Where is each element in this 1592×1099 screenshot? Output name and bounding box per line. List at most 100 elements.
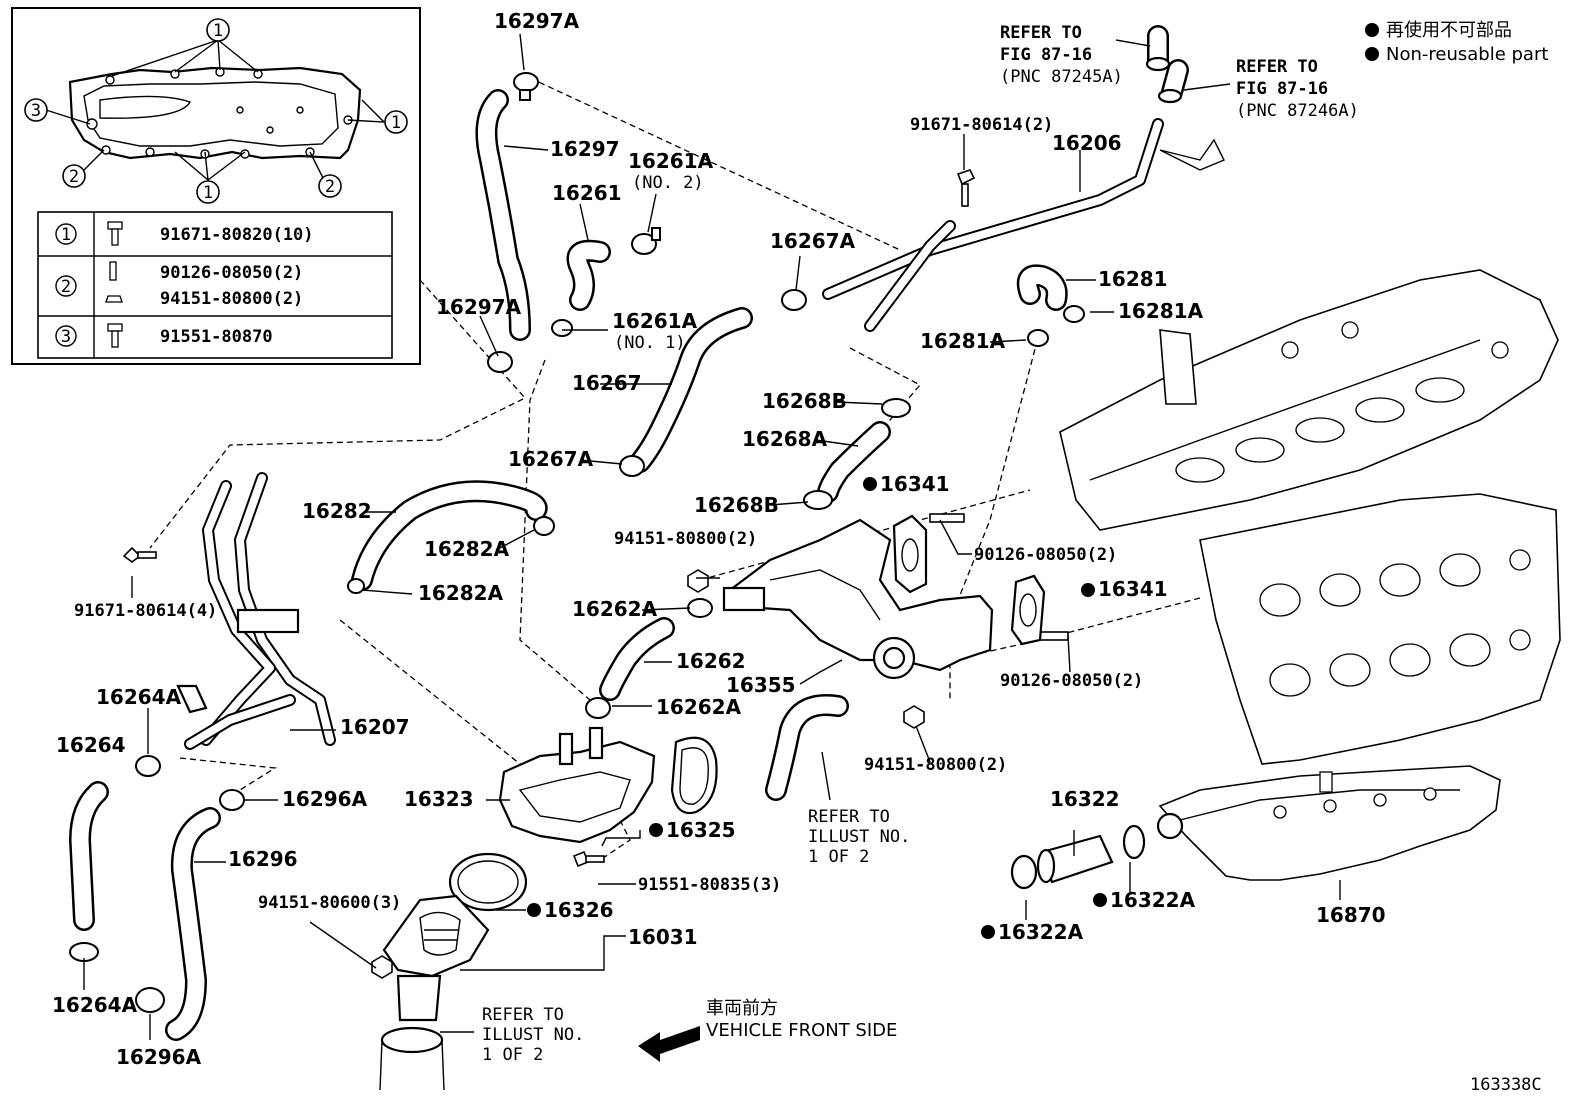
svg-text:2: 2 <box>325 177 335 197</box>
label-16261: 16261 <box>552 181 622 205</box>
label-16031: 16031 <box>628 925 698 949</box>
label-16297: 16297 <box>550 137 620 161</box>
nut-icon <box>371 955 393 979</box>
nut-icon <box>903 705 925 729</box>
fasteners <box>122 169 1069 979</box>
inset-callout-1-top: 1 <box>206 18 230 42</box>
housings <box>379 726 1114 1091</box>
svg-text:1: 1 <box>213 21 223 41</box>
label-16267A-bottom: 16267A <box>508 447 594 471</box>
label-16282A-top: 16282A <box>424 537 510 561</box>
hoses <box>69 89 1068 1041</box>
inset-callout-3: 3 <box>24 98 48 122</box>
label-16322: 16322 <box>1050 787 1120 811</box>
label-16355: 16355 <box>726 673 796 697</box>
ref-bot-line1: REFER TO <box>482 1005 564 1025</box>
label-94151-80800-bottom: 94151-80800(2) <box>864 755 1007 775</box>
non-reusable-dot-icon <box>649 823 663 837</box>
label-16296A-bottom: 16296A <box>116 1045 202 1069</box>
inset-callout-2-left: 2 <box>62 164 86 188</box>
inset-callout-2-right: 2 <box>318 174 342 198</box>
gaskets <box>448 514 1146 912</box>
label-16262A-top: 16262A <box>572 597 658 621</box>
label-16297A-bottom: 16297A <box>436 295 522 319</box>
label-16264A-bottom: 16264A <box>52 993 138 1017</box>
label-16206: 16206 <box>1052 131 1122 155</box>
svg-text:1: 1 <box>391 113 401 133</box>
label-16323: 16323 <box>404 787 474 811</box>
non-reusable-dot-icon <box>863 477 877 491</box>
label-16341-top: 16341 <box>880 472 950 496</box>
gasket-outline <box>68 66 362 160</box>
label-91551-80835: 91551-80835(3) <box>638 875 781 895</box>
label-16262: 16262 <box>676 649 746 673</box>
label-16322A-right: 16322A <box>1110 888 1196 912</box>
label-16282: 16282 <box>302 499 372 523</box>
label-94151-80600: 94151-80600(3) <box>258 893 401 913</box>
cylinder-head-upper <box>1059 269 1559 531</box>
label-16264: 16264 <box>56 733 126 757</box>
label-16261A-no1-sub: (NO. 1) <box>614 333 686 353</box>
ref-a-line2: FIG 87-16 <box>1000 45 1092 65</box>
label-16267: 16267 <box>572 371 642 395</box>
label-16282A-bottom: 16282A <box>418 581 504 605</box>
legend-jp: 再使用不可部品 <box>1386 20 1512 41</box>
leader-lines <box>83 33 1341 1040</box>
label-16281A-left: 16281A <box>920 329 1006 353</box>
label-16326: 16326 <box>544 898 614 922</box>
label-16296A-top: 16296A <box>282 787 368 811</box>
label-16268B-bottom: 16268B <box>694 493 779 517</box>
svg-text:3: 3 <box>31 101 41 121</box>
label-94151-80800-top: 94151-80800(2) <box>614 529 757 549</box>
arrow-left-icon <box>638 1026 700 1062</box>
refer-pipe-stubs <box>1145 25 1189 104</box>
label-90126-08050-top: 90126-08050(2) <box>974 545 1117 565</box>
label-16296: 16296 <box>228 847 298 871</box>
ref-bot-line2: ILLUST NO. <box>482 1025 584 1045</box>
bolt-icon <box>956 169 976 186</box>
inset-callout-1-bottom: 1 <box>196 180 220 204</box>
label-90126-08050-bottom: 90126-08050(2) <box>1000 671 1143 691</box>
ref-b-line1: REFER TO <box>1236 57 1318 77</box>
ref-b-line3: (PNC 87246A) <box>1236 101 1359 121</box>
housing-16323 <box>498 740 656 844</box>
table-part-90126-08050: 90126-08050(2) <box>160 263 303 283</box>
non-reusable-dot-icon <box>1093 893 1107 907</box>
fastener-table: 1 2 3 91671-80820(10) 90126-08050(2) 941… <box>37 211 393 359</box>
stud-icon <box>929 513 965 523</box>
o-ring-16322A-left <box>1010 854 1038 890</box>
thermostat-16031 <box>382 894 490 978</box>
intake-manifold-16870 <box>1156 765 1501 881</box>
inset-callout-1-right: 1 <box>384 110 408 134</box>
gasket-inset: 1 1 1 2 2 3 1 <box>11 7 421 365</box>
label-16261A-no1: 16261A <box>612 309 698 333</box>
label-16261A-no2-sub: (NO. 2) <box>632 173 704 193</box>
label-16262A-bottom: 16262A <box>656 695 742 719</box>
ref-mid-line1: REFER TO <box>808 807 890 827</box>
figure-id: 163338C <box>1470 1075 1542 1095</box>
label-16268B-top: 16268B <box>762 389 847 413</box>
table-part-94151-80800: 94151-80800(2) <box>160 289 303 309</box>
non-reusable-dot-icon <box>527 903 541 917</box>
ref-b-line2: FIG 87-16 <box>1236 79 1328 99</box>
cylinder-head-lower <box>1199 493 1561 765</box>
label-16267A-top: 16267A <box>770 229 856 253</box>
legend: 再使用不可部品 Non-reusable part <box>1365 20 1548 65</box>
label-16322A-left: 16322A <box>998 920 1084 944</box>
legend-en: Non-reusable part <box>1386 44 1548 65</box>
svg-text:2: 2 <box>69 167 79 187</box>
label-16341-right: 16341 <box>1098 577 1168 601</box>
label-16264A-top: 16264A <box>96 685 182 709</box>
direction-en: VEHICLE FRONT SIDE <box>706 1020 897 1041</box>
label-16207: 16207 <box>340 715 410 739</box>
non-reusable-dot-icon <box>981 925 995 939</box>
pipe-16355 <box>728 518 994 672</box>
table-key-1: 1 <box>61 225 71 245</box>
part-labels: 16297A 16297 16297A 16261 16261A (NO. 2)… <box>52 9 1542 1095</box>
vehicle-front-arrow: 車両前方 VEHICLE FRONT SIDE <box>638 998 897 1062</box>
ref-bot-line3: 1 OF 2 <box>482 1045 543 1065</box>
non-reusable-dot-icon <box>1081 583 1095 597</box>
ref-a-line3: (PNC 87245A) <box>1000 67 1123 87</box>
nut-icon <box>687 569 709 593</box>
